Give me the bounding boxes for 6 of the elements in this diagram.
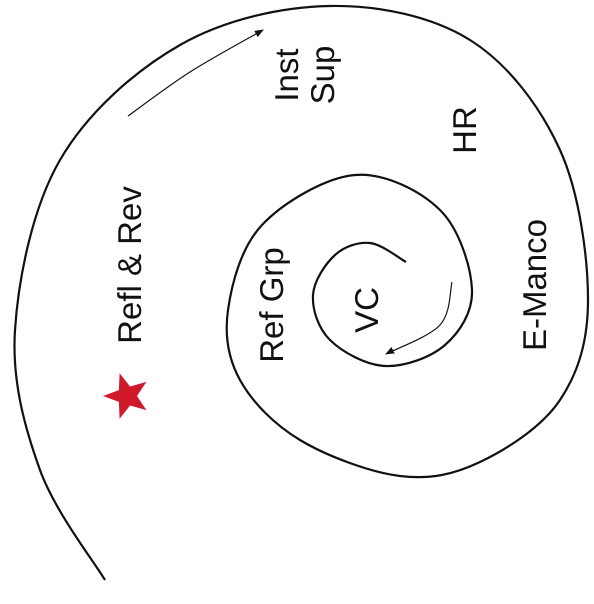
stage-label: E-Manco <box>517 218 553 352</box>
stage-label: Inst Sup <box>269 44 341 106</box>
stage-label: Refl & Rev <box>112 186 148 344</box>
stage-label: Ref Grp <box>254 247 290 363</box>
stage-label: VC <box>349 287 385 333</box>
stage-label: HR <box>447 106 483 154</box>
